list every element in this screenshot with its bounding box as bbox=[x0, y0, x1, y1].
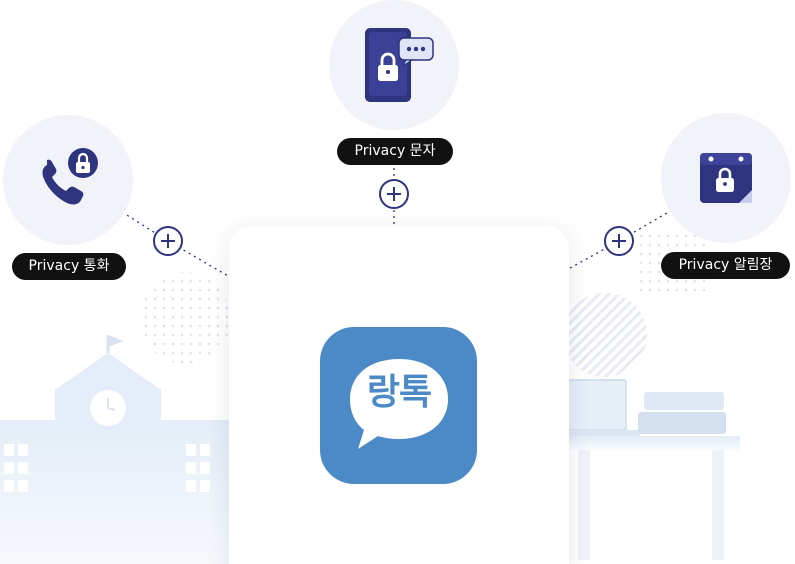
call-feature-circle bbox=[3, 115, 133, 245]
speech-bubble-icon bbox=[350, 359, 448, 449]
phone-lock-icon bbox=[42, 148, 98, 205]
mobile-message-lock-icon bbox=[365, 28, 434, 102]
app-name: 랑톡 bbox=[366, 372, 432, 413]
message-feature-circle bbox=[329, 0, 459, 130]
privacy-calendar-label: Privacy 알림장 bbox=[661, 252, 790, 279]
privacy-message-label: Privacy 문자 bbox=[337, 138, 453, 165]
dot-pattern bbox=[139, 235, 710, 377]
calendar-lock-icon bbox=[700, 153, 752, 203]
school-building-illustration bbox=[0, 335, 240, 564]
plus-icon bbox=[604, 226, 634, 256]
calendar-feature-circle bbox=[661, 113, 791, 243]
desk-illustration bbox=[560, 379, 740, 560]
privacy-call-label: Privacy 통화 bbox=[12, 253, 126, 280]
plus-icon bbox=[379, 179, 409, 209]
plus-icon bbox=[153, 226, 183, 256]
